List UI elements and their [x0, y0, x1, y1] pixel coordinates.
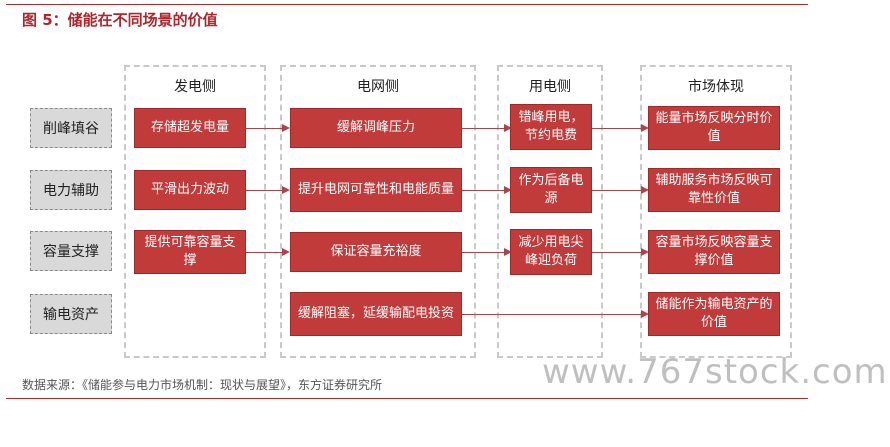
- column-title-consumer: 用电侧: [529, 79, 571, 95]
- grid-box-4: 缓解阻塞，延缓输配电投资: [290, 292, 462, 336]
- column-consumer-frame: [497, 65, 603, 358]
- scenario-transmission: 输电资产: [30, 294, 112, 334]
- scenario-capacity: 容量支撑: [30, 231, 112, 271]
- arrow-row3-consumer-market: [592, 248, 649, 256]
- grid-box-2: 提升电网可靠性和电能质量: [290, 168, 462, 212]
- column-generation-frame: [124, 65, 266, 358]
- arrow-row2-gen-grid: [246, 186, 290, 194]
- consumer-box-3: 减少用电尖峰迎负荷: [510, 229, 592, 275]
- generation-box-1: 存储超发电量: [134, 108, 246, 148]
- arrow-row1-grid-consumer: [462, 124, 512, 132]
- arrow-row4-grid-market: [462, 310, 649, 318]
- column-grid-frame: [280, 65, 476, 358]
- column-title-market: 市场体现: [688, 79, 744, 95]
- market-box-1: 能量市场反映分时价值: [648, 106, 780, 150]
- grid-box-1: 缓解调峰压力: [290, 108, 462, 148]
- generation-box-3: 提供可靠容量支撑: [134, 230, 246, 274]
- top-rule: [6, 4, 808, 5]
- grid-box-3: 保证容量充裕度: [290, 232, 462, 272]
- figure-title: 图 5：储能在不同场景的价值: [22, 11, 218, 29]
- market-box-2: 辅助服务市场反映可靠性价值: [648, 168, 780, 212]
- scenario-peak-shaving: 削峰填谷: [30, 108, 112, 148]
- consumer-box-2: 作为后备电源: [510, 167, 592, 213]
- arrow-row2-consumer-market: [592, 186, 649, 194]
- consumer-box-1: 错峰用电，节约电费: [510, 104, 592, 150]
- generation-box-2: 平滑出力波动: [134, 170, 246, 210]
- scenario-ancillary: 电力辅助: [30, 170, 112, 210]
- watermark: www.767stock.com: [542, 352, 888, 392]
- market-box-4: 储能作为输电资产的价值: [648, 292, 780, 336]
- column-title-grid: 电网侧: [357, 79, 399, 95]
- arrow-row3-gen-grid: [246, 248, 290, 256]
- column-title-generation: 发电侧: [174, 79, 216, 95]
- source-note: 数据来源：《储能参与电力市场机制：现状与展望》，东方证券研究所: [22, 378, 383, 392]
- column-market-frame: [640, 65, 792, 358]
- arrow-row2-grid-consumer: [462, 186, 512, 194]
- arrow-row1-consumer-market: [592, 124, 649, 132]
- arrow-row3-grid-consumer: [462, 248, 512, 256]
- bottom-rule: [6, 398, 808, 399]
- arrow-row1-gen-grid: [246, 124, 290, 132]
- market-box-3: 容量市场反映容量支撑价值: [648, 230, 780, 274]
